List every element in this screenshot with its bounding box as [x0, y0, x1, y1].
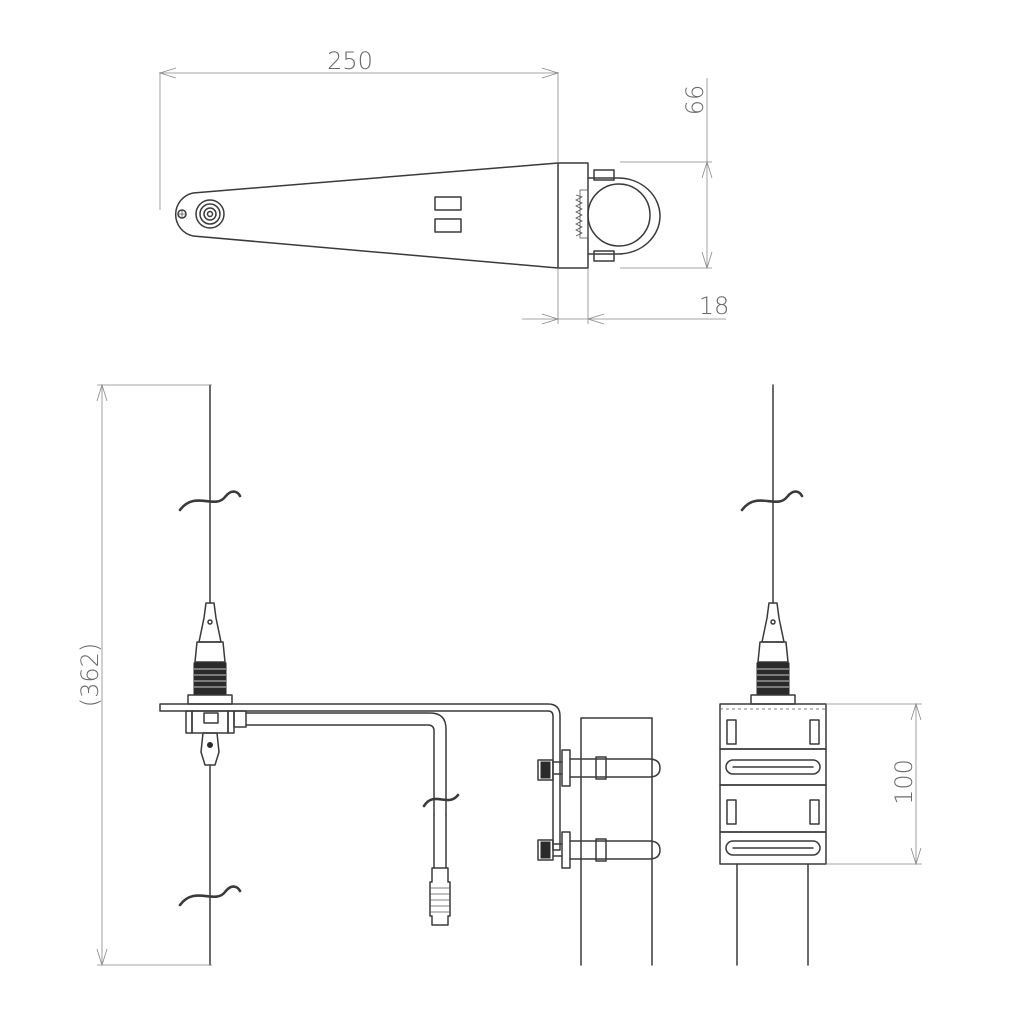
- dim-18-label: 18: [699, 292, 730, 320]
- top-view-u-bolt: [587, 177, 661, 255]
- front-view-slot-mid-right: [809, 799, 820, 825]
- side-view-u-bolt-lower: [537, 831, 661, 869]
- dim-66-arrow-top: [701, 160, 713, 179]
- front-view-spring-coil: [756, 662, 790, 696]
- top-view-pipe: [587, 183, 651, 247]
- side-view-lower-block-inner: [203, 712, 219, 724]
- side-view-feed-connector: [200, 732, 220, 766]
- dim-100-arrow-top: [910, 702, 922, 721]
- dim-362-label: (362): [76, 643, 104, 708]
- side-view-base-nut: [187, 694, 233, 705]
- dim-250-arrow-right: [541, 67, 560, 79]
- top-view-clamp-bottom: [593, 250, 615, 262]
- side-view-arm-plate: [159, 703, 561, 851]
- front-view-spring-lines: [757, 668, 789, 688]
- side-view-spring-coil: [193, 662, 227, 696]
- front-view-whip-collar: [757, 641, 789, 663]
- side-view-elbow-joint: [233, 710, 247, 728]
- top-view-antenna-base-outer: [195, 199, 225, 229]
- front-view-clamp-band-lower: [719, 831, 827, 865]
- top-view-clamp-top: [593, 169, 615, 181]
- side-view-coax-cable: [245, 712, 447, 816]
- front-view-slot-top-left: [726, 719, 737, 745]
- dim-100-arrow-bottom: [910, 847, 922, 866]
- top-view-antenna-base-mid: [199, 203, 221, 225]
- front-view: 100: [719, 384, 922, 966]
- dim-250-label: 250: [327, 47, 373, 75]
- front-view-u-bolt-lower: [725, 840, 821, 856]
- side-view-spring-lines: [194, 668, 226, 688]
- front-view-slot-top-right: [809, 719, 820, 745]
- side-view-side-cap-right: [227, 710, 235, 734]
- front-view-slot-mid-left: [726, 799, 737, 825]
- top-view-antenna-base-pin: [206, 210, 214, 218]
- top-view-slot-lower: [434, 218, 462, 233]
- dim-66-arrow-bottom: [701, 251, 713, 270]
- dim-100-label: 100: [890, 759, 918, 805]
- front-view-whip-fitting: [761, 602, 785, 643]
- side-view-whip-fitting-hole: [207, 619, 213, 625]
- dim-362-arrow-bottom: [96, 948, 108, 967]
- dim-18-arrow-right: [586, 313, 605, 325]
- top-view-plate-teeth: [575, 194, 584, 237]
- top-view-bracket-plate: [557, 162, 589, 269]
- front-view-whip-fitting-hole: [770, 619, 776, 625]
- top-view-antenna-base-inner: [203, 207, 217, 221]
- dim-250-arrow-left: [158, 67, 177, 79]
- front-view-base-nut: [750, 694, 796, 705]
- side-view-break-mark-upper: [178, 490, 242, 512]
- side-view-u-bolt-upper: [537, 749, 661, 787]
- side-view-cable-connector: [429, 867, 451, 926]
- top-view-slot-upper: [434, 196, 462, 211]
- side-view-whip-fitting: [198, 602, 222, 643]
- side-view-break-mark-lower: [178, 885, 242, 907]
- front-view-u-bolt-upper: [725, 759, 821, 775]
- dim-362-arrow-top: [96, 383, 108, 402]
- side-view-whip-collar: [194, 641, 226, 663]
- side-view-coax-cable-lower: [433, 814, 447, 869]
- dim-18-arrow-left: [541, 313, 560, 325]
- side-view-feed-connector-dot: [207, 742, 213, 748]
- top-view-arm: [174, 162, 559, 269]
- side-view-cable-connector-lines: [430, 887, 450, 913]
- side-view: (362): [76, 383, 661, 967]
- front-view-break-mark: [740, 490, 804, 512]
- top-view: 250 66 18: [158, 47, 730, 325]
- top-view-mount-hole-cross: [178, 210, 186, 218]
- dim-66-label: 66: [681, 85, 709, 116]
- side-view-side-cap-left: [185, 710, 193, 734]
- side-view-cable-break-mark: [422, 793, 460, 808]
- side-view-lower-block: [191, 710, 229, 734]
